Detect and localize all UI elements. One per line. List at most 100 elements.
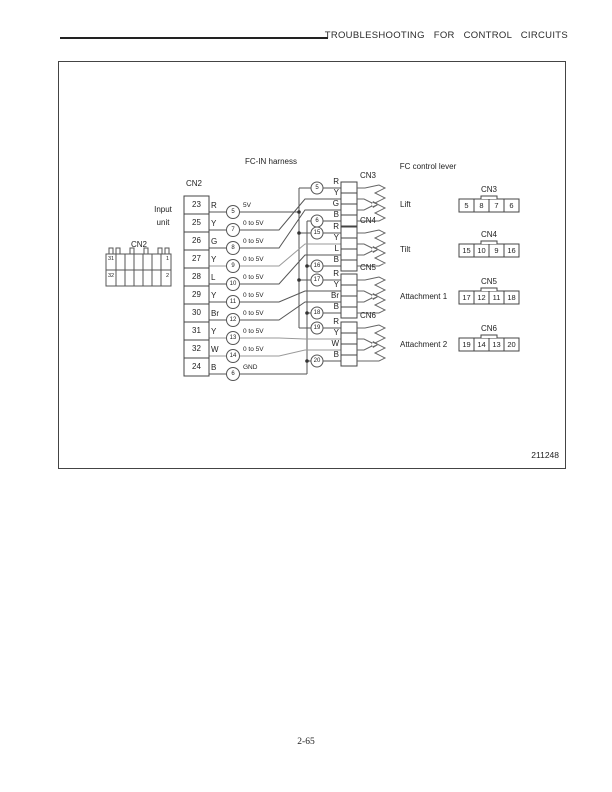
wire-color-label: B	[333, 255, 339, 264]
terminal-circle-number: 6	[231, 371, 235, 377]
lever-label: Attachment 2	[400, 340, 448, 349]
pin-table-cell: 9	[494, 246, 499, 255]
wire-color-label: Y	[333, 233, 339, 242]
terminal-circle-number: 17	[313, 277, 321, 283]
cn2-pin-32: 32	[108, 273, 115, 279]
wire-color-label: L	[211, 273, 216, 282]
signal-label: 0 to 5V	[243, 256, 264, 263]
cn2-drawing-label: CN2	[130, 240, 147, 249]
terminal-circle-number: 15	[313, 230, 321, 236]
pin-table-cell: 19	[462, 340, 471, 349]
lever-label: Attachment 1	[400, 292, 448, 301]
pin-number: 31	[192, 326, 201, 335]
wire-color-label: Y	[333, 188, 339, 197]
wire-color-label: R	[211, 201, 217, 210]
wire-color-label: R	[333, 177, 339, 186]
pin-number: 26	[192, 236, 201, 245]
terminal-circle-number: 8	[231, 245, 235, 251]
page-number: 2-65	[297, 737, 315, 747]
wire-color-label: R	[333, 317, 339, 326]
junction-dots	[297, 210, 309, 363]
pin-number: 23	[192, 200, 201, 209]
pin-table-name: CN4	[480, 230, 497, 239]
wire-color-label: R	[333, 269, 339, 278]
signal-label: 0 to 5V	[243, 238, 264, 245]
pin-number: 25	[192, 218, 201, 227]
signal-label: 0 to 5V	[243, 292, 264, 299]
input-unit-label-line1: Input	[154, 205, 172, 214]
cn2-column-label: CN2	[186, 179, 203, 188]
pin-table-cell: 20	[507, 340, 516, 349]
pin-table-cell: 12	[477, 293, 486, 302]
connector-name: CN6	[360, 311, 377, 320]
pin-table-name: CN3	[480, 185, 497, 194]
terminal-circle-number: 12	[229, 317, 237, 323]
lever-header-label: FC control lever	[399, 162, 457, 171]
pin-number: 30	[192, 308, 201, 317]
wire-color-label: L	[334, 244, 339, 253]
terminal-circle-number: 6	[315, 218, 319, 224]
terminal-circle-number: 19	[313, 325, 321, 331]
connector-name: CN5	[360, 263, 377, 272]
diagram-frame: FC-IN harness FC control lever CN2 Input…	[58, 61, 566, 469]
terminal-circle-number: 9	[231, 263, 235, 269]
pin-number: 32	[192, 344, 201, 353]
pin-number: 27	[192, 254, 201, 263]
lever-label: Lift	[400, 200, 411, 209]
terminal-circle-number: 13	[229, 335, 237, 341]
lever-label: Tilt	[400, 245, 411, 254]
wire-color-label: Y	[211, 327, 217, 336]
wire-color-label: Y	[333, 328, 339, 337]
pin-number: 28	[192, 272, 201, 281]
terminal-circle-number: 11	[229, 299, 237, 305]
input-unit-connector-box	[183, 195, 210, 377]
wiring-svg	[105, 181, 520, 381]
harness-label: FC-IN harness	[244, 157, 297, 166]
header-rule	[60, 37, 328, 39]
terminal-circles	[226, 181, 324, 381]
wire-color-label: W	[211, 345, 219, 354]
pin-table-cell: 8	[479, 201, 484, 210]
terminal-circle-number: 18	[313, 310, 321, 316]
pin-table-cell: 13	[492, 340, 501, 349]
pin-table-cell: 10	[477, 246, 486, 255]
pin-number: 29	[192, 290, 201, 299]
lever-connector-boxes	[340, 181, 358, 367]
pin-table-name: CN5	[480, 277, 497, 286]
terminal-circle-number: 7	[231, 227, 235, 233]
connector-name: CN3	[360, 171, 377, 180]
wire-color-label: Y	[333, 280, 339, 289]
figure-number: 211248	[531, 450, 559, 460]
pin-table-cell: 18	[507, 293, 516, 302]
wire-color-label: Y	[211, 291, 217, 300]
pin-tables	[458, 195, 520, 352]
pin-table-cell: 14	[477, 340, 486, 349]
signal-label: 0 to 5V	[243, 328, 264, 335]
potentiometer-symbols	[357, 184, 387, 362]
wire-color-label: Y	[211, 255, 217, 264]
cn2-pin-31: 31	[108, 256, 115, 262]
cn2-pin-2: 2	[165, 273, 169, 279]
pin-table-cell: 11	[492, 293, 501, 302]
terminal-circle-number: 10	[229, 281, 237, 287]
signal-label: 0 to 5V	[243, 310, 264, 317]
terminal-circle-number: 14	[229, 353, 237, 359]
terminal-circle-number: 5	[315, 185, 319, 191]
pin-table-name: CN6	[480, 324, 497, 333]
wire-lines	[209, 187, 341, 375]
wire-color-label: G	[332, 199, 339, 208]
pin-table-cell: 5	[464, 201, 469, 210]
wire-color-label: Br	[211, 309, 219, 318]
wire-color-label: R	[333, 222, 339, 231]
pin-table-cell: 16	[507, 246, 516, 255]
signal-label: 0 to 5V	[243, 220, 264, 227]
wire-color-label: B	[211, 363, 217, 372]
pin-table-cell: 6	[509, 201, 514, 210]
wire-color-label: B	[333, 210, 339, 219]
page-header-title: TROUBLESHOOTING FOR CONTROL CIRCUITS	[324, 30, 568, 41]
wire-color-label: B	[333, 302, 339, 311]
wire-color-label: Y	[211, 219, 217, 228]
signal-label: 0 to 5V	[243, 274, 264, 281]
pin-number: 24	[192, 362, 201, 371]
wire-color-label: W	[331, 339, 339, 348]
